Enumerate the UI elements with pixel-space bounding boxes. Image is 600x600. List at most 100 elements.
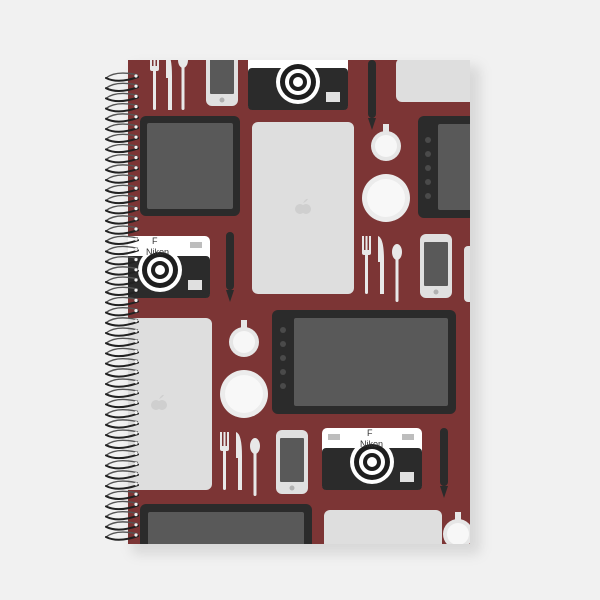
camera-model-label: F	[367, 428, 373, 438]
binding-hole	[134, 309, 138, 313]
spiral-coil-back	[105, 490, 139, 497]
spiral-coil-back	[105, 204, 139, 212]
spiral-coil	[105, 320, 139, 327]
spiral-coil	[105, 371, 139, 378]
spiral-coil	[105, 96, 139, 103]
spiral-coil	[105, 198, 139, 205]
spiral-coil-back	[105, 113, 139, 120]
binding-hole	[134, 451, 138, 455]
spiral-coil-back	[105, 245, 139, 252]
binding-hole	[134, 421, 138, 425]
spiral-coil-back	[105, 296, 139, 303]
spiral-coil	[105, 259, 139, 266]
spiral-coil-back	[105, 225, 139, 232]
spiral-coil	[105, 504, 139, 511]
binding-hole	[134, 513, 138, 517]
binding-hole	[134, 278, 138, 282]
cup-icon	[371, 124, 401, 161]
spiral-coil-back	[105, 286, 139, 293]
spoon-icon	[178, 60, 188, 110]
binding-hole	[134, 360, 138, 364]
spiral-coil-back	[105, 398, 139, 405]
spiral-coil-back	[105, 133, 139, 140]
knife-icon	[166, 60, 172, 110]
spiral-coil	[105, 412, 139, 419]
spiral-coil-back	[105, 449, 139, 456]
spoon-icon	[392, 244, 402, 302]
spiral-coil	[105, 392, 139, 398]
spiral-coil-back	[105, 521, 139, 528]
spiral-coil-back	[105, 439, 139, 446]
binding-hole	[134, 492, 138, 496]
binding-hole	[134, 247, 138, 251]
spiral-coil-back	[105, 92, 139, 99]
spiral-binding	[105, 72, 139, 541]
spiral-coil-back	[105, 235, 139, 242]
spiral-coil-back	[105, 215, 139, 222]
spiral-coil-back	[105, 500, 139, 507]
fork-icon	[220, 432, 229, 490]
binding-hole	[134, 370, 138, 374]
phone-icon	[206, 60, 238, 106]
spiral-coil	[105, 473, 139, 480]
spiral-coil-back	[105, 153, 139, 161]
spiral-coil-back	[105, 337, 139, 344]
spiral-coil	[105, 280, 139, 286]
spiral-coil	[105, 361, 139, 368]
spiral-coil	[105, 188, 139, 194]
pattern-artwork: F Nikon F Nikon	[128, 60, 470, 544]
binding-hole	[134, 329, 138, 333]
binding-hole	[134, 217, 138, 221]
binding-hole	[134, 74, 138, 78]
binding-hole	[134, 349, 138, 353]
spiral-coil	[105, 514, 139, 521]
spiral-coil-back	[105, 82, 139, 89]
spiral-coil	[105, 137, 139, 143]
binding-hole	[134, 400, 138, 404]
binding-hole	[134, 298, 138, 302]
spiral-coil	[105, 157, 139, 164]
spiral-coil-back	[105, 459, 139, 467]
spiral-coil-back	[105, 408, 139, 416]
spiral-coil-back	[105, 164, 139, 171]
phone-icon	[276, 430, 308, 494]
spiral-coil	[105, 249, 139, 256]
stylus-icon	[440, 428, 448, 498]
tablet-icon	[140, 504, 312, 544]
spiral-coil	[105, 382, 139, 388]
binding-hole	[134, 258, 138, 262]
binding-hole	[134, 166, 138, 170]
spiral-coil-back	[105, 266, 139, 273]
spiral-coil	[105, 351, 139, 358]
spiral-coil-back	[105, 531, 139, 538]
camera-model-label: F	[152, 236, 158, 246]
binding-hole	[134, 207, 138, 211]
spiral-coil	[105, 524, 139, 531]
camera-icon: F Nikon	[128, 236, 210, 298]
spiral-coil-back	[105, 184, 139, 191]
spiral-coil-back	[105, 255, 139, 263]
spiral-coil	[105, 422, 139, 429]
binding-hole	[134, 482, 138, 486]
spiral-coil	[105, 463, 139, 470]
spiral-coil	[105, 290, 139, 296]
binding-hole	[134, 135, 138, 139]
plate-icon	[362, 174, 410, 222]
spiral-coil-back	[105, 123, 139, 130]
spiral-coil-back	[105, 357, 139, 365]
spiral-coil-back	[105, 480, 139, 487]
spiral-coil-back	[105, 368, 139, 375]
binding-hole	[134, 319, 138, 323]
binding-hole	[134, 145, 138, 149]
binding-hole	[134, 533, 138, 537]
spiral-coil	[105, 229, 139, 235]
spiral-coil-back	[105, 102, 139, 110]
phone-icon	[420, 234, 452, 298]
spiral-coil	[105, 433, 139, 439]
binding-hole	[134, 380, 138, 384]
spiral-coil	[105, 127, 139, 133]
phone-icon	[464, 246, 470, 302]
binding-hole	[134, 390, 138, 394]
plate-icon	[220, 370, 268, 418]
laptop-icon	[252, 122, 354, 294]
